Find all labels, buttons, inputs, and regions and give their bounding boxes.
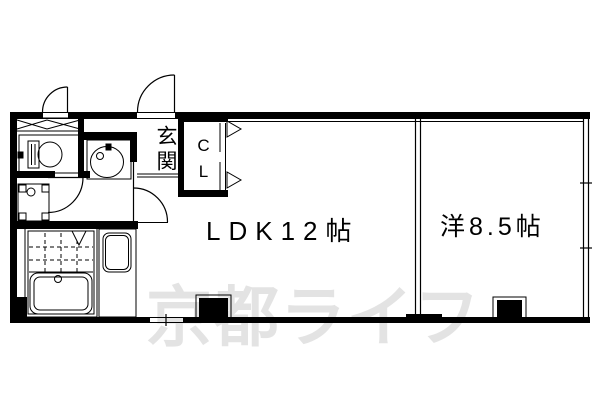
pillar-western [492, 296, 527, 319]
western-room-label: 洋8.5帖 [440, 213, 545, 241]
entrance-label: 玄関 [154, 125, 177, 175]
closet [178, 112, 243, 197]
bath-kitchen-wall [13, 221, 138, 229]
toilet [17, 140, 63, 169]
service-door-swing [41, 86, 69, 113]
washbasin [86, 139, 132, 180]
window-right-wall [580, 119, 592, 317]
tiled-bath-floor [29, 233, 93, 272]
bathtub [29, 272, 93, 315]
toilet-room [12, 119, 90, 178]
entrance-door-swing [136, 74, 176, 113]
window-bottom-wall [150, 314, 183, 326]
partition-wall [406, 119, 442, 323]
kitchen-sink-counter [98, 228, 137, 318]
bathroom [24, 227, 98, 318]
entrance-door-opening [137, 113, 175, 118]
service-door-opening [43, 113, 68, 118]
outer-walls [10, 112, 590, 323]
ldk-room-label: LDK12帖 [206, 216, 360, 246]
genkan-step [137, 173, 179, 178]
washing-machine-pan [17, 183, 50, 222]
bathroom-folding-door [71, 230, 87, 247]
closet-label: CL [194, 136, 213, 188]
washbasin-area [83, 132, 137, 180]
closet-bifold-door [219, 120, 243, 190]
pillar-ldk [195, 294, 232, 319]
hall-door-swing [132, 162, 169, 223]
washroom-door-swing [47, 176, 84, 214]
shoe-cabinet [14, 117, 83, 132]
